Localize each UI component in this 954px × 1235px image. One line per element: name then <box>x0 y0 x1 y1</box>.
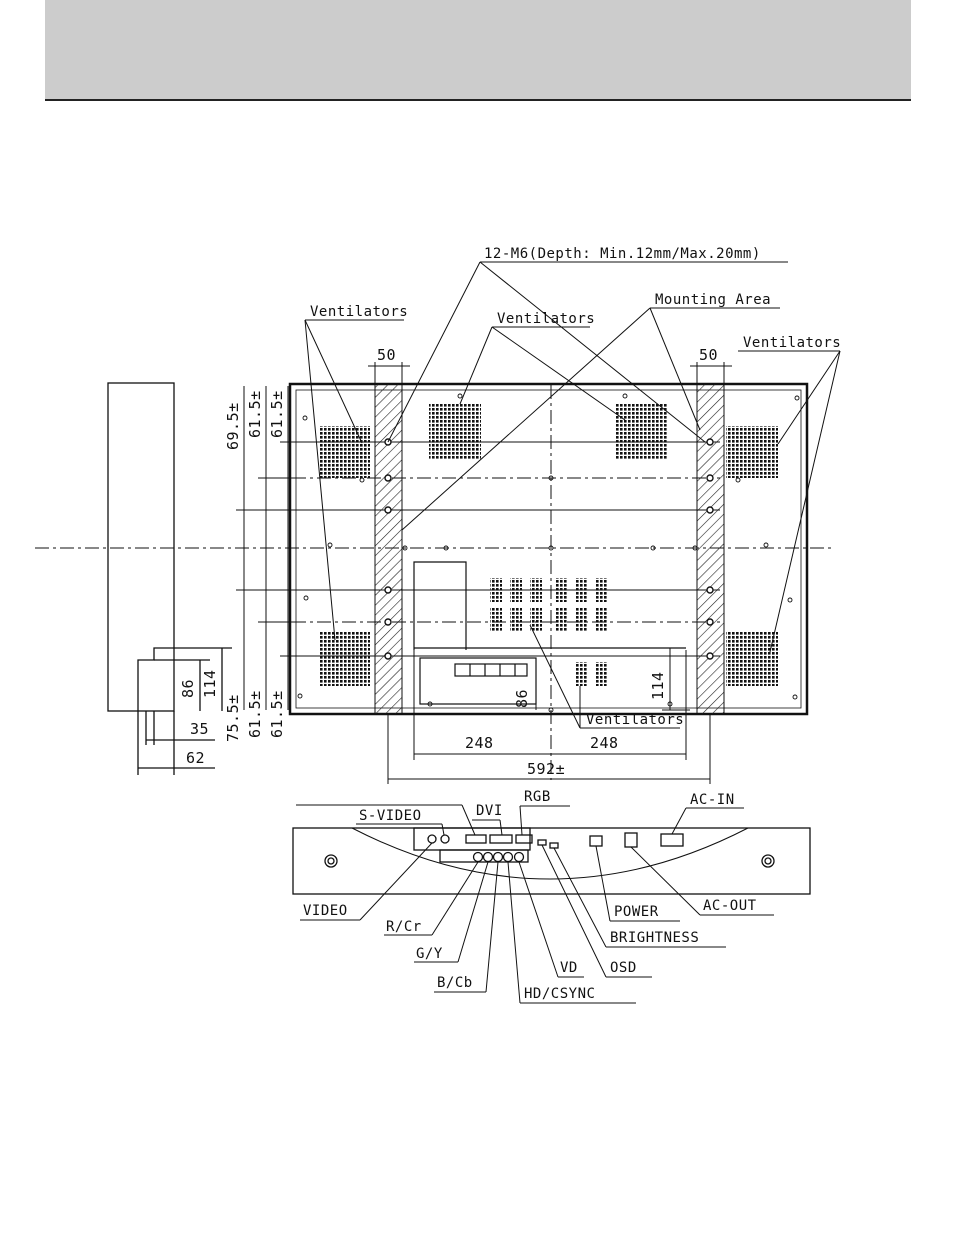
label-hd-csync: HD/CSYNC <box>524 986 595 1002</box>
dim-75-5: 75.5± <box>224 694 242 742</box>
side-view <box>108 383 232 775</box>
connector-board <box>414 562 686 704</box>
rear-panel <box>236 384 807 714</box>
dim-86-rear: 86 <box>513 689 531 708</box>
dim-61-5-bottom-b: 61.5± <box>268 690 286 738</box>
label-video: VIDEO <box>303 903 348 919</box>
dim-86-side: 86 <box>179 679 197 698</box>
dim-61-5-top-a: 61.5± <box>246 390 264 438</box>
label-ac-in: AC-IN <box>690 792 735 808</box>
vent-mesh-bottom-right <box>726 632 778 686</box>
label-s-video: S-VIDEO <box>359 808 422 824</box>
dim-62: 62 <box>186 749 205 767</box>
label-r-cr: R/Cr <box>386 919 422 935</box>
dim-35: 35 <box>190 720 209 738</box>
label-b-cb: B/Cb <box>437 975 473 991</box>
label-ventilators-top-center: Ventilators <box>497 311 595 327</box>
vent-mesh-bottom-left <box>320 632 370 686</box>
mounting-strip-left <box>375 384 402 714</box>
label-rgb: RGB <box>524 789 551 805</box>
dim-248-right: 248 <box>590 734 619 752</box>
label-power: POWER <box>614 904 659 920</box>
vent-mesh-top-center-left <box>429 404 481 460</box>
label-screw-spec: 12-M6(Depth: Min.12mm/Max.20mm) <box>484 246 761 262</box>
dim-114-side: 114 <box>201 669 219 698</box>
vent-mesh-top-center-right <box>616 404 668 460</box>
label-ventilators-right: Ventilators <box>743 335 841 351</box>
dim-50-left: 50 <box>377 346 396 364</box>
dim-50-right: 50 <box>699 346 718 364</box>
vent-mesh-top-left <box>320 426 370 478</box>
label-osd: OSD <box>610 960 637 976</box>
dim-69-5: 69.5± <box>224 402 242 450</box>
dim-61-5-top-b: 61.5± <box>268 390 286 438</box>
label-ac-out: AC-OUT <box>703 898 757 914</box>
label-vd: VD <box>560 960 578 976</box>
label-brightness: BRIGHTNESS <box>610 930 699 946</box>
vent-mesh-center-group <box>490 578 608 686</box>
label-dvi: DVI <box>476 803 503 819</box>
label-g-y: G/Y <box>416 946 443 962</box>
vent-mesh-top-right <box>726 426 778 478</box>
dim-114-rear: 114 <box>649 671 667 700</box>
dim-592: 592± <box>527 760 565 778</box>
dim-248-left: 248 <box>465 734 494 752</box>
mounting-strip-right <box>697 384 724 714</box>
bottom-view <box>293 828 810 894</box>
label-mounting-area: Mounting Area <box>655 292 771 308</box>
label-ventilators-bottom: Ventilators <box>586 712 684 728</box>
label-ventilators-left: Ventilators <box>310 304 408 320</box>
dim-61-5-bottom-a: 61.5± <box>246 690 264 738</box>
